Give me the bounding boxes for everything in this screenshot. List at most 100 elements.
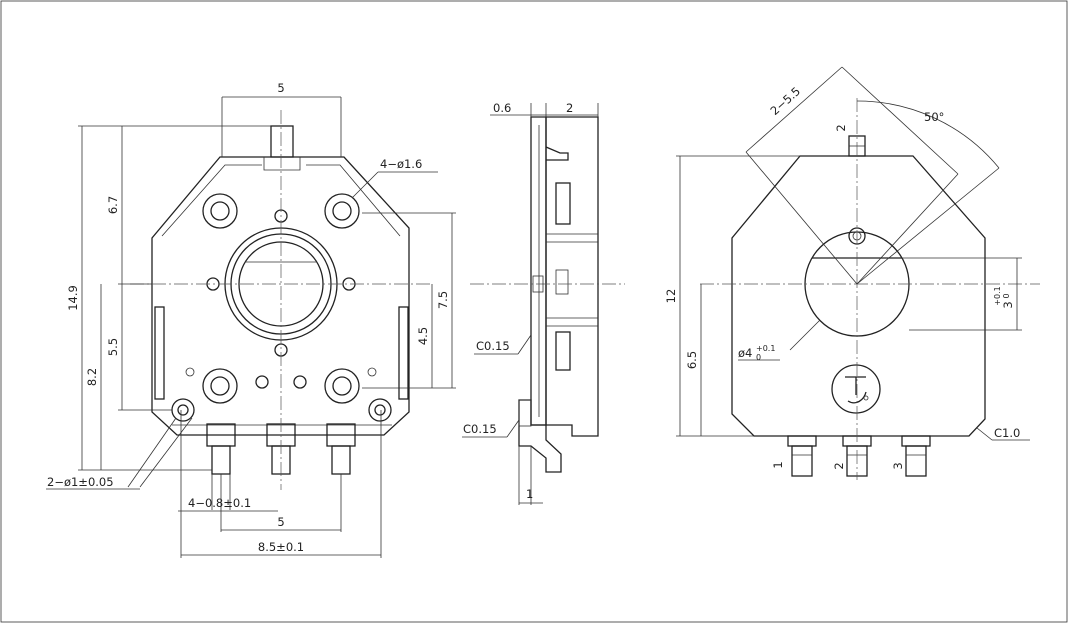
dim-upper-height: 6.7 (106, 126, 152, 285)
callout-pin-width: 4−0.8±0.1 (178, 474, 278, 512)
small-hole-lower-right (293, 375, 307, 389)
callout-pegs: 2−ø1±0.05 (46, 417, 193, 490)
callout-rear-chamfer: C1.0 (976, 426, 1030, 441)
side-plate (530, 116, 547, 426)
side-bent-pin (518, 399, 562, 473)
dim-top-width: 5 (221, 81, 342, 157)
callout-rear-chamfer-label: C1.0 (994, 426, 1020, 440)
side-slot-bottom (555, 331, 571, 371)
rear-pin-1 (787, 435, 817, 477)
mount-hole-bottom-left-inner (210, 376, 230, 396)
mount-hole-top-right-inner (332, 201, 352, 221)
dim-rear-12-label: 12 (664, 289, 678, 304)
dim-total-height-label: 14.9 (66, 285, 80, 311)
rear-logo-mark (831, 364, 881, 414)
mount-hole-bottom-right (324, 368, 360, 404)
small-hole-corner-left (185, 367, 195, 377)
dim-overall-width-label: 8.5±0.1 (258, 540, 304, 554)
rear-pin-top-number: 2 (834, 124, 848, 131)
callout-rear-bore-tol-upper: +0.1 (756, 344, 775, 353)
dim-side-1-label: 1 (526, 487, 533, 501)
callout-holes: 4−ø1.6 (351, 157, 438, 199)
dim-rear-65: 6.5 (685, 284, 702, 436)
dim-overall-width: 8.5±0.1 (180, 410, 382, 558)
side-view: 0.6 2 C0.15 C0.15 1 (462, 101, 625, 505)
terminal-right (326, 423, 356, 475)
dim-rear-angle: 50° (856, 100, 1000, 285)
dim-rear-2-55-label: 2−5.5 (768, 84, 804, 118)
mount-hole-top-left-inner (210, 201, 230, 221)
side-pin-shoulder (518, 399, 532, 427)
dim-side-1: 1 (518, 446, 543, 505)
dim-lower-height-label: 8.2 (85, 368, 99, 386)
callout-holes-label: 4−ø1.6 (380, 157, 422, 171)
rear-pin-2-number: 2 (832, 462, 846, 469)
dim-pin-pitch-label: 5 (277, 515, 284, 529)
side-slot-right (398, 306, 409, 400)
mount-hole-top-left (202, 193, 238, 229)
dim-rear-12: 12 (664, 155, 800, 437)
dim-side-2-label: 2 (566, 101, 573, 115)
side-slot-top (555, 182, 571, 225)
side-top-tab (545, 146, 569, 161)
dim-rear-65-label: 6.5 (685, 351, 699, 369)
dim-rear-flat-value: 3 (1001, 301, 1015, 308)
side-boss (532, 275, 544, 293)
rear-logo-dot (863, 395, 869, 401)
front-inner-edge-left (161, 164, 262, 237)
dim-side-06-label: 0.6 (493, 101, 511, 115)
locating-peg-right (368, 398, 392, 422)
callout-rear-bore: ø4 +0.1 0 (738, 319, 821, 362)
dim-rear-flat: 3 +0.1 0 (902, 257, 1022, 331)
callout-pegs-label: 2−ø1±0.05 (47, 475, 114, 489)
mount-hole-bottom-right-inner (332, 376, 352, 396)
callout-pin-width-label: 4−0.8±0.1 (188, 496, 251, 510)
small-hole-corner-right (367, 367, 377, 377)
dim-upper-height-label: 6.7 (106, 196, 120, 214)
side-groove-bottom (546, 317, 598, 327)
mount-hole-bottom-left (202, 368, 238, 404)
dim-pin-pitch: 5 (220, 474, 342, 532)
terminal-left (206, 423, 236, 475)
dim-rear-2-55: 2−5.5 (745, 66, 959, 285)
rear-view: 2−5.5 50° 12 6.5 3 +0.1 0 (664, 66, 1040, 480)
dim-rear-flat-tol-lower: 0 (1002, 293, 1011, 298)
front-body-outline (151, 156, 410, 436)
dim-rear-flat-tol-upper: +0.1 (993, 286, 1002, 305)
dim-right-heights: 7.5 4.5 (362, 212, 456, 389)
callout-rear-bore-tol-lower: 0 (756, 353, 761, 362)
locating-peg-left-inner (177, 404, 189, 416)
callout-side-chamfer-bottom: C0.15 (462, 419, 520, 438)
callout-side-chamfer-top-label: C0.15 (476, 339, 510, 353)
locating-peg-right-inner (374, 404, 386, 416)
side-slot-mid (555, 269, 569, 295)
front-top-tab (270, 125, 294, 158)
dim-mid-height-label: 5.5 (106, 338, 120, 356)
rear-pin-3-number: 3 (891, 462, 905, 469)
dim-lower-heights: 5.5 8.2 (85, 284, 172, 470)
locating-peg-left (171, 398, 195, 422)
dim-total-height: 14.9 (66, 125, 271, 471)
callout-side-chamfer-top: C0.15 (474, 334, 532, 355)
dim-rear-angle-label: 50° (924, 110, 944, 124)
front-view: 5 14.9 6.7 5.5 8.2 7.5 (46, 81, 456, 558)
dim-right-45-label: 4.5 (416, 327, 430, 345)
front-top-tab-base (263, 157, 301, 171)
small-hole-lower-left (255, 375, 269, 389)
mount-hole-top-right (324, 193, 360, 229)
side-slot-left (154, 306, 165, 400)
rear-body-outline (731, 155, 986, 437)
rear-logo-glyph (845, 376, 867, 404)
callout-rear-bore-label: ø4 (738, 346, 752, 360)
rear-pin-1-number: 1 (771, 461, 785, 468)
dim-top-width-label: 5 (277, 81, 284, 95)
dim-right-75-label: 7.5 (436, 291, 450, 309)
dim-side-2: 2 (546, 101, 599, 117)
side-groove-top (546, 233, 598, 243)
front-inner-edge-right (306, 164, 401, 237)
callout-side-chamfer-bottom-label: C0.15 (463, 422, 497, 436)
rear-pin-3 (901, 435, 931, 477)
side-body-outline (545, 116, 599, 437)
